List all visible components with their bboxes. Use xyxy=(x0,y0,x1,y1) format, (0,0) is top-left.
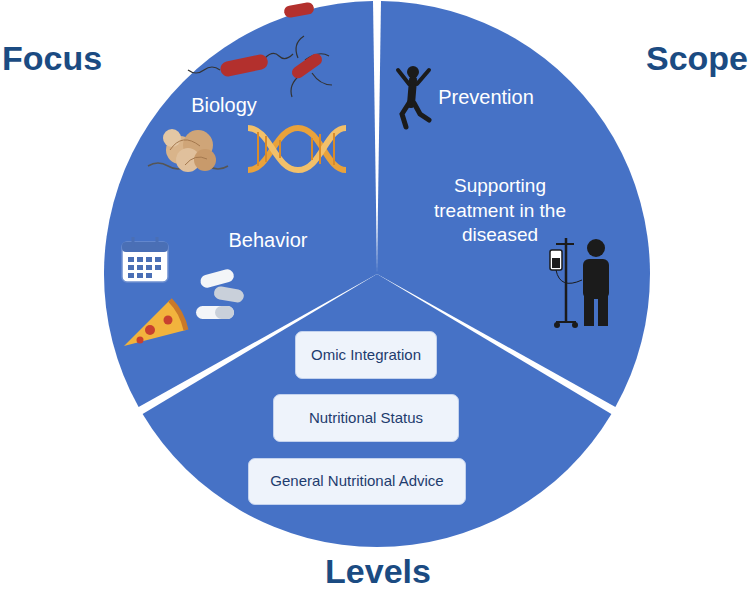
level-box: General Nutritional Advice xyxy=(248,458,466,505)
box-label: Omic Integration xyxy=(311,346,421,364)
sector-label: Prevention xyxy=(438,85,534,109)
sector-region: LevelsOmic IntegrationNutritional Status… xyxy=(140,274,615,548)
sector-fill xyxy=(143,274,612,547)
sector-label: Behavior xyxy=(229,228,308,252)
sector-label: Biology xyxy=(191,93,257,117)
level-box: Omic Integration xyxy=(295,331,437,379)
section-heading: Focus xyxy=(2,38,102,79)
section-heading: Scope xyxy=(646,38,748,79)
section-heading: Levels xyxy=(325,551,431,590)
sector-label: Supporting treatment in the diseased xyxy=(418,174,583,248)
calendar-icon xyxy=(122,237,168,282)
box-label: Nutritional Status xyxy=(309,409,423,427)
box-label: General Nutritional Advice xyxy=(270,472,443,490)
level-box: Nutritional Status xyxy=(273,394,459,442)
